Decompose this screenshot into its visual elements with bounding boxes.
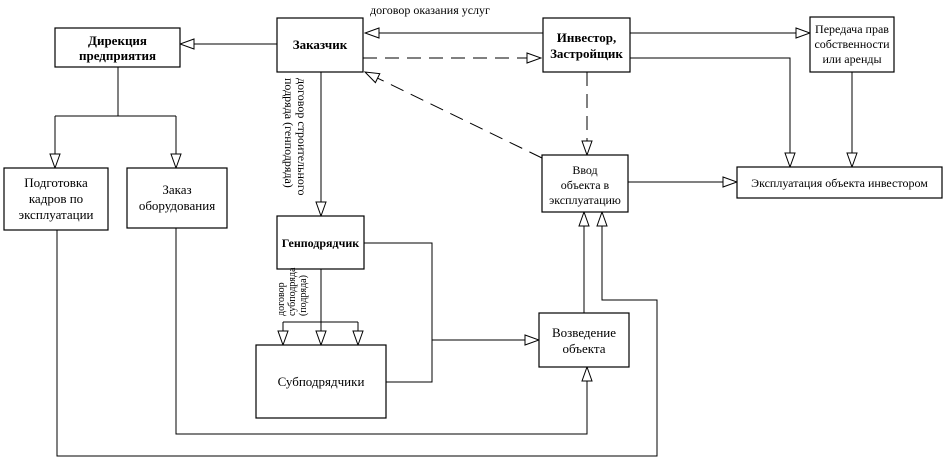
svg-text:Ввод: Ввод <box>572 163 597 177</box>
svg-text:Генподрядчик: Генподрядчик <box>282 236 360 250</box>
svg-text:Подготовка: Подготовка <box>24 175 88 190</box>
svg-text:объекта в: объекта в <box>561 178 610 192</box>
label-dogovor-subpodryada: договор субподряда (подряда) <box>276 267 309 316</box>
node-genpodryadchik: Генподрядчик <box>276 215 365 270</box>
node-peredacha: Передача прав собственности или аренды <box>809 16 895 73</box>
svg-text:Дирекция: Дирекция <box>88 33 147 48</box>
svg-text:субподряда: субподряда <box>287 267 298 316</box>
edge-genpodryadchik-right <box>364 242 433 383</box>
svg-text:подряда (генподряда): подряда (генподряда) <box>282 78 296 188</box>
svg-text:Передача прав: Передача прав <box>815 22 889 36</box>
node-vozvedenie: Возведение объекта <box>538 312 630 368</box>
node-direktsiya: Дирекция предприятия <box>54 27 181 68</box>
svg-text:эксплуатацию: эксплуатацию <box>549 193 621 207</box>
svg-text:Возведение: Возведение <box>552 325 616 340</box>
svg-text:договор строительного: договор строительного <box>295 78 309 196</box>
svg-text:предприятия: предприятия <box>79 48 156 63</box>
edge-vvod-zakazchik-dashed <box>365 72 543 159</box>
node-investor: Инвестор, Застройщик <box>542 17 631 73</box>
node-vvod: Ввод объекта в эксплуатацию <box>541 154 629 213</box>
svg-text:Инвестор,: Инвестор, <box>557 30 617 45</box>
svg-text:кадров по: кадров по <box>29 191 83 206</box>
edge-podgotovka-vvod <box>56 212 658 457</box>
edge-zakaz-vozvedenie <box>175 228 587 435</box>
svg-text:Заказчик: Заказчик <box>293 37 348 52</box>
node-zakazchik: Заказчик <box>276 17 364 73</box>
svg-text:(подряда): (подряда) <box>298 275 309 316</box>
node-subpodryadchiki: Субподрядчики <box>255 344 387 419</box>
label-dogovor-genpodryada: договор строительного подряда (генподряд… <box>282 78 309 196</box>
svg-text:объекта: объекта <box>562 341 605 356</box>
svg-text:или аренды: или аренды <box>822 52 881 66</box>
node-ekspluatatsiya: Эксплуатация объекта инвестором <box>736 166 943 199</box>
svg-text:собственности: собственности <box>814 37 890 51</box>
svg-text:Застройщик: Застройщик <box>550 46 623 61</box>
svg-text:Эксплуатация объекта инвесторо: Эксплуатация объекта инвестором <box>751 176 928 190</box>
svg-text:Субподрядчики: Субподрядчики <box>278 374 365 389</box>
svg-text:Заказ: Заказ <box>162 182 191 197</box>
node-zakaz-oborudovaniya: Заказ оборудования <box>126 167 228 229</box>
svg-text:договор: договор <box>276 282 287 316</box>
svg-text:эксплуатации: эксплуатации <box>18 207 93 222</box>
node-podgotovka: Подготовка кадров по эксплуатации <box>3 167 109 231</box>
label-dogovor-uslug: договор оказания услуг <box>370 3 490 17</box>
svg-text:оборудования: оборудования <box>139 198 215 213</box>
edge-investor-ekspluatatsiya <box>630 57 790 167</box>
